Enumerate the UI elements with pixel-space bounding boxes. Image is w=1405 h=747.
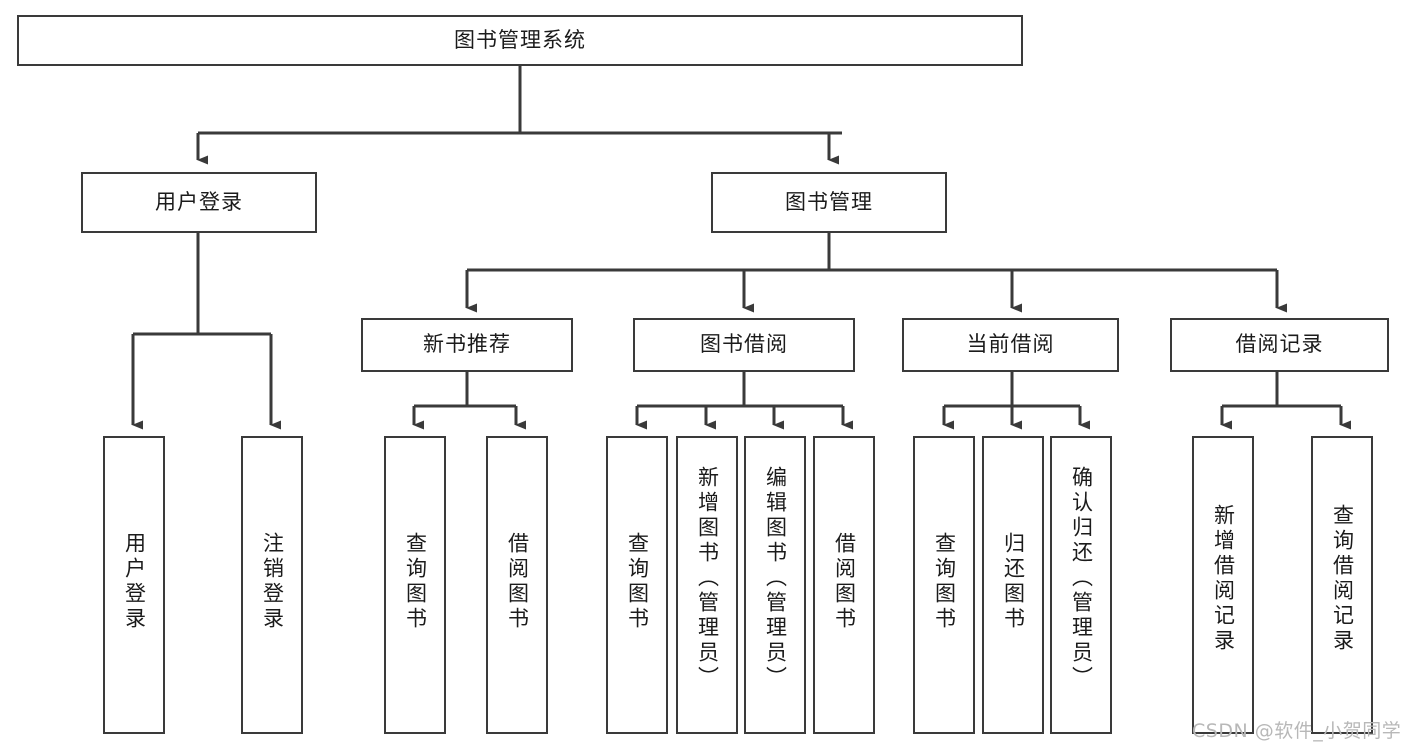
node-leaf-add-book-admin[interactable]: 新增图书（管理员） [676, 436, 738, 734]
node-new-book-recommend[interactable]: 新书推荐 [361, 318, 573, 372]
node-leaf-add-borrow-record[interactable]: 新增借阅记录 [1192, 436, 1254, 734]
node-book-management-label: 图书管理 [785, 189, 873, 214]
node-root-label: 图书管理系统 [454, 27, 586, 52]
node-leaf-user-login-label: 用户登录 [122, 532, 147, 632]
node-leaf-logout[interactable]: 注销登录 [241, 436, 303, 734]
node-leaf-query-borrow-record[interactable]: 查询借阅记录 [1311, 436, 1373, 734]
node-leaf-borrow-book-nbr-label: 借阅图书 [505, 532, 530, 632]
node-leaf-borrow-book-bb[interactable]: 借阅图书 [813, 436, 875, 734]
node-leaf-borrow-book-bb-label: 借阅图书 [832, 532, 857, 632]
node-leaf-logout-label: 注销登录 [260, 532, 285, 632]
node-leaf-add-borrow-record-label: 新增借阅记录 [1211, 504, 1236, 654]
csdn-watermark: CSDN @软件_小贺同学 [1192, 720, 1402, 742]
node-root[interactable]: 图书管理系统 [17, 15, 1023, 66]
node-user-login-label: 用户登录 [155, 189, 243, 214]
node-book-borrow-label: 图书借阅 [700, 332, 788, 357]
node-book-borrow[interactable]: 图书借阅 [633, 318, 855, 372]
node-current-borrow[interactable]: 当前借阅 [902, 318, 1119, 372]
node-leaf-edit-book-admin-label: 编辑图书（管理员） [763, 466, 788, 691]
node-leaf-query-book-bb-label: 查询图书 [625, 532, 650, 632]
node-leaf-query-book-nbr[interactable]: 查询图书 [384, 436, 446, 734]
node-leaf-confirm-return-admin[interactable]: 确认归还（管理员） [1050, 436, 1112, 734]
node-leaf-edit-book-admin[interactable]: 编辑图书（管理员） [744, 436, 806, 734]
node-leaf-query-book-nbr-label: 查询图书 [403, 532, 428, 632]
node-leaf-confirm-return-admin-label: 确认归还（管理员） [1069, 466, 1094, 691]
node-current-borrow-label: 当前借阅 [966, 332, 1055, 357]
node-new-book-recommend-label: 新书推荐 [423, 332, 511, 357]
node-book-management[interactable]: 图书管理 [711, 172, 947, 233]
node-leaf-user-login[interactable]: 用户登录 [103, 436, 165, 734]
node-leaf-query-borrow-record-label: 查询借阅记录 [1330, 504, 1355, 654]
node-leaf-query-book-cb[interactable]: 查询图书 [913, 436, 975, 734]
node-leaf-add-book-admin-label: 新增图书（管理员） [695, 466, 720, 691]
node-leaf-query-book-cb-label: 查询图书 [932, 532, 957, 632]
node-leaf-return-book[interactable]: 归还图书 [982, 436, 1044, 734]
node-user-login[interactable]: 用户登录 [81, 172, 317, 233]
node-leaf-borrow-book-nbr[interactable]: 借阅图书 [486, 436, 548, 734]
node-leaf-query-book-bb[interactable]: 查询图书 [606, 436, 668, 734]
node-borrow-record[interactable]: 借阅记录 [1170, 318, 1389, 372]
node-borrow-record-label: 借阅记录 [1235, 332, 1324, 357]
node-leaf-return-book-label: 归还图书 [1001, 532, 1026, 632]
